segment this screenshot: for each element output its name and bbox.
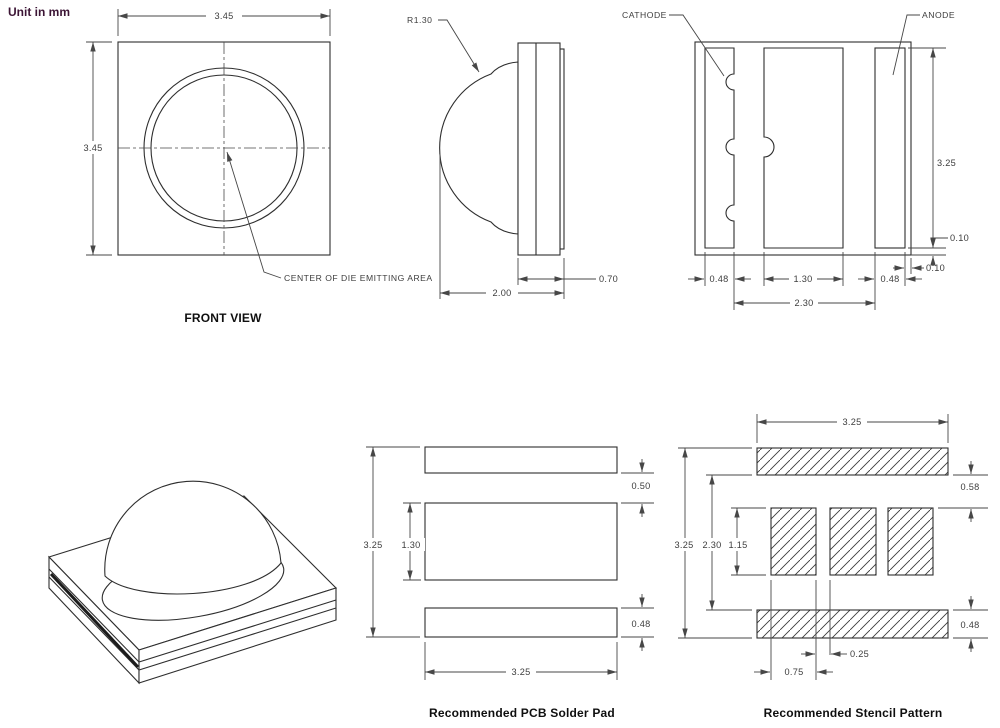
cathode-pad-width-dim: 0.48	[709, 274, 728, 284]
cathode-pad	[704, 47, 735, 249]
front-width-dim: 3.45	[214, 11, 233, 21]
pcb-center-pad-height-dim: 1.30	[401, 540, 420, 550]
stencil-overall-height-dim: 3.25	[674, 540, 693, 550]
stencil-inner-height-dim: 2.30	[702, 540, 721, 550]
front-height-dim: 3.45	[83, 143, 102, 153]
edge-gap-right-dim: 0.10	[926, 263, 945, 273]
stencil-center-aperture-3	[887, 507, 934, 576]
side-lens-dome	[439, 61, 519, 235]
unit-note: Unit in mm	[8, 5, 70, 19]
center-of-die-leader	[226, 151, 282, 279]
pcb-pad-caption: Recommended PCB Solder Pad	[429, 706, 615, 720]
stencil-bottom-aperture	[756, 609, 949, 639]
center-pad-width-dim: 1.30	[793, 274, 812, 284]
stencil-center-aperture-1	[770, 507, 817, 576]
body-depth-dim: 0.70	[599, 274, 618, 284]
dim-mask	[837, 416, 867, 428]
center-of-die-label: CENTER OF DIE EMITTING AREA	[284, 273, 433, 283]
front-view-caption: FRONT VIEW	[184, 311, 262, 325]
stencil-aperture-gap-dim: 0.25	[850, 649, 869, 659]
pcb-top-gap-dim: 0.50	[631, 481, 650, 491]
pcb-overall-height-dim: 3.25	[363, 540, 382, 550]
pad-span-dim: 2.30	[794, 298, 813, 308]
side-view: R1.30 0.70 2.00	[407, 15, 618, 299]
iso-dark-layer-stripe	[49, 572, 140, 669]
lens-radius-leader	[438, 19, 480, 73]
dim-mask	[671, 538, 698, 551]
iso-view	[47, 480, 338, 685]
pcb-pad-view: 3.25 1.30 0.50 0.48 3.25 Recommended PCB…	[358, 446, 654, 720]
stencil-top-aperture	[756, 447, 949, 476]
dim-mask	[77, 141, 109, 154]
dim-mask	[726, 538, 750, 551]
cathode-label: CATHODE	[622, 10, 667, 20]
anode-pad-width-dim: 0.48	[880, 274, 899, 284]
total-depth-dim: 2.00	[492, 288, 511, 298]
pcb-overall-width-dim: 3.25	[511, 667, 530, 677]
dim-mask	[506, 666, 536, 678]
iso-layer-line	[48, 568, 337, 663]
pcb-bottom-pad-height-dim: 0.48	[631, 619, 650, 629]
pad-length-dim: 3.25	[937, 158, 956, 168]
thermal-center-pad	[763, 47, 844, 249]
side-back-strip	[559, 48, 565, 250]
iso-layer-line	[48, 576, 337, 671]
lens-radius-dim: R1.30	[407, 15, 432, 25]
dim-mask	[206, 10, 242, 22]
stencil-caption: Recommended Stencil Pattern	[764, 706, 943, 720]
iso-right-face	[138, 587, 337, 684]
anode-label: ANODE	[922, 10, 955, 20]
dim-mask	[486, 287, 518, 299]
dim-mask	[358, 538, 388, 551]
anode-leader	[892, 14, 920, 76]
edge-gap-bottom-dim: 0.10	[950, 233, 969, 243]
back-view: CATHODE ANODE 3.25 0.10 0.10 0.48 1.30 0…	[622, 10, 969, 310]
pcb-top-pad	[424, 446, 618, 474]
anode-pad	[874, 47, 906, 249]
stencil-center-aperture-2	[829, 507, 877, 576]
pcb-bottom-pad	[424, 607, 618, 638]
edge-gap-bottom-arrow	[930, 237, 948, 247]
stencil-aperture-width-dim: 0.75	[784, 667, 803, 677]
dim-mask	[396, 538, 425, 551]
dim-mask	[789, 273, 817, 284]
stencil-overall-width-dim: 3.25	[842, 417, 861, 427]
cathode-leader	[669, 14, 725, 77]
pcb-center-pad	[424, 502, 618, 581]
stencil-aperture-height-dim: 1.15	[728, 540, 747, 550]
front-view: 3.45 3.45 CENTER OF DIE EMITTING AREA FR…	[77, 9, 433, 325]
stencil-view: 3.25 3.25 2.30 1.15 0.58 0.48 0.25	[671, 414, 988, 720]
side-body-outline	[517, 42, 561, 256]
stencil-bottom-aperture-height-dim: 0.48	[960, 620, 979, 630]
iso-lens-dome	[104, 480, 282, 595]
dim-mask	[790, 297, 818, 308]
dim-mask	[699, 538, 725, 551]
stencil-top-gap-dim: 0.58	[960, 482, 979, 492]
